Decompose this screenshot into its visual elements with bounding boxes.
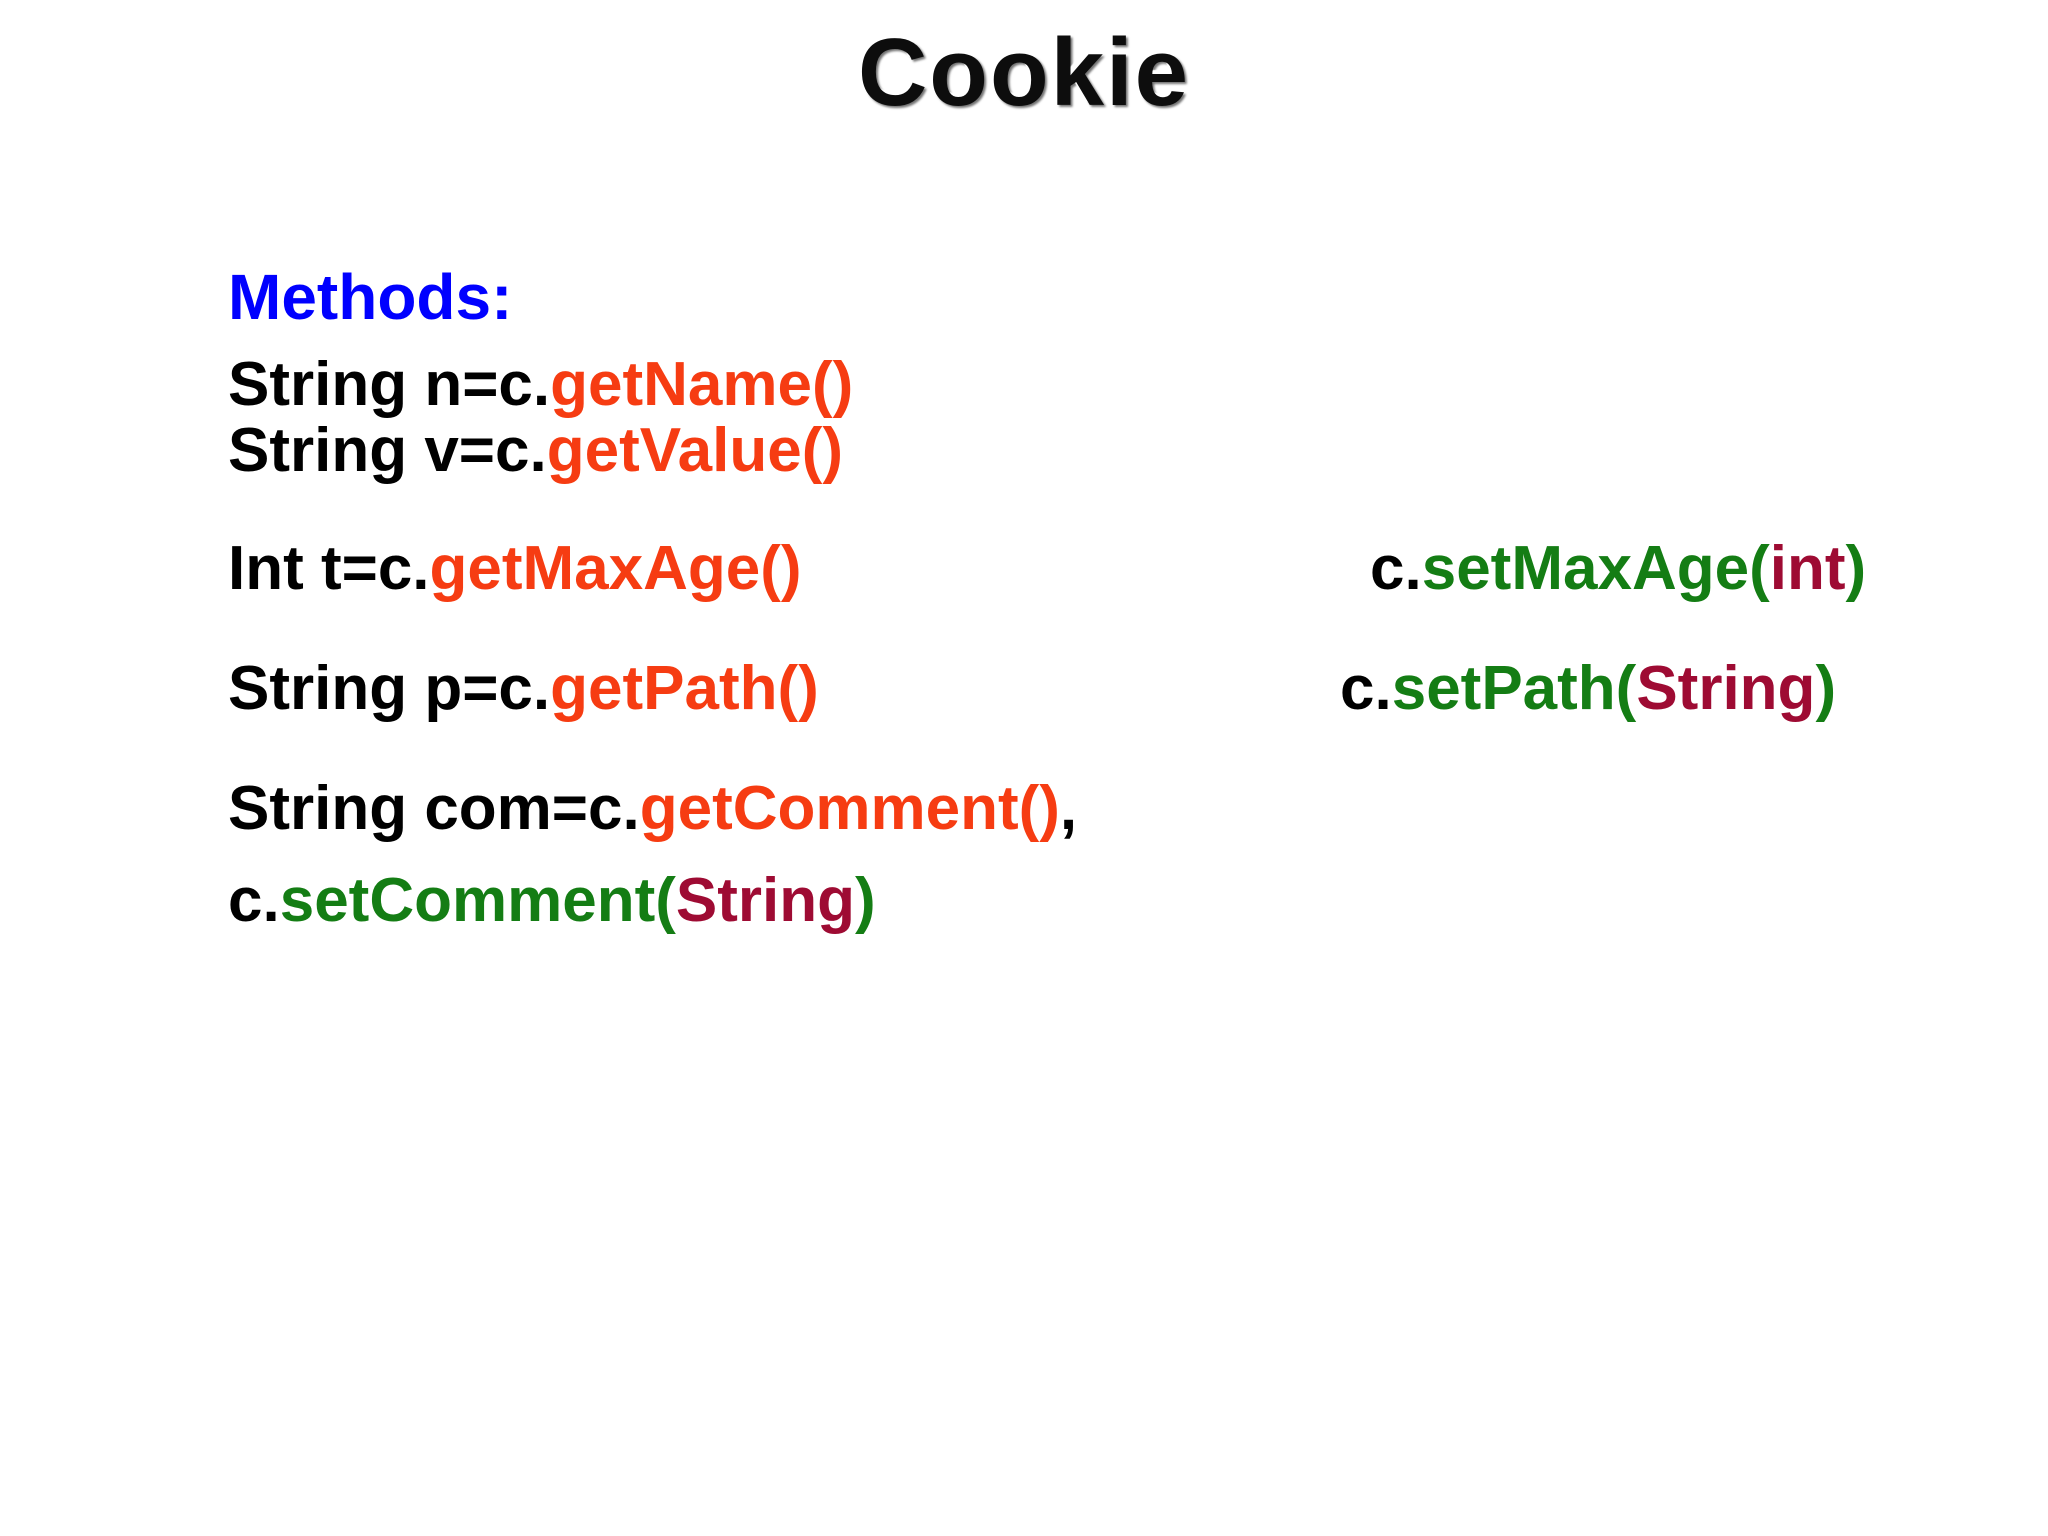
methods-heading: Methods:	[228, 261, 513, 333]
spacer	[228, 602, 2018, 656]
spacer	[228, 842, 2018, 868]
method-row-get-name: String n=c.getName()	[228, 352, 2018, 418]
method-row-path: String p=c.getPath() c.setPath(String)	[228, 656, 2018, 722]
set-path-argument: String	[1636, 654, 1816, 723]
spacer	[228, 484, 2018, 536]
method-row-max-age: Int t=c.getMaxAge() c.setMaxAge(int)	[228, 536, 2018, 602]
spacer	[228, 722, 2018, 776]
method-row-get-value: String v=c.getValue()	[228, 418, 2018, 484]
set-max-age-argument: int	[1769, 534, 1846, 603]
get-value-declaration: String v=c.	[228, 416, 547, 485]
method-row-get-comment: String com=c.getComment(),	[228, 776, 2018, 842]
set-max-age-call: setMaxAge(	[1421, 534, 1770, 603]
set-comment-close-paren: )	[855, 866, 876, 935]
get-value-call: getValue()	[546, 416, 844, 485]
set-path-receiver: c.	[1340, 654, 1392, 723]
set-path-call: setPath(	[1391, 654, 1637, 723]
get-name-call: getName()	[550, 350, 854, 419]
get-comment-call: getComment()	[639, 774, 1060, 843]
methods-list: Methods: String n=c.getName() String v=c…	[228, 262, 2018, 934]
get-comment-declaration: String com=c.	[228, 774, 640, 843]
get-max-age-declaration: Int t=c.	[228, 534, 430, 603]
get-comment-comma: ,	[1059, 774, 1078, 843]
set-comment-call: setComment(	[279, 866, 676, 935]
method-row-set-comment: c.setComment(String)	[228, 868, 2018, 934]
set-max-age-statement: c.setMaxAge(int)	[1370, 536, 1866, 602]
set-comment-receiver: c.	[228, 866, 280, 935]
get-max-age-statement: Int t=c.getMaxAge()	[228, 536, 802, 602]
get-path-statement: String p=c.getPath()	[228, 656, 819, 722]
set-path-statement: c.setPath(String)	[1340, 656, 1836, 722]
get-value-statement: String v=c.getValue()	[228, 418, 843, 484]
set-path-close-paren: )	[1815, 654, 1837, 723]
set-max-age-close-paren: )	[1845, 534, 1867, 603]
get-name-declaration: String n=c.	[228, 350, 551, 419]
set-max-age-receiver: c.	[1370, 534, 1422, 603]
get-comment-statement: String com=c.getComment(),	[228, 776, 1077, 842]
get-path-declaration: String p=c.	[228, 654, 551, 723]
get-max-age-call: getMaxAge()	[429, 534, 802, 603]
get-name-statement: String n=c.getName()	[228, 352, 853, 418]
get-path-call: getPath()	[550, 654, 819, 723]
set-comment-argument: String	[675, 866, 855, 935]
set-comment-statement: c.setComment(String)	[228, 868, 876, 934]
page-title: Cookie	[857, 19, 1191, 126]
